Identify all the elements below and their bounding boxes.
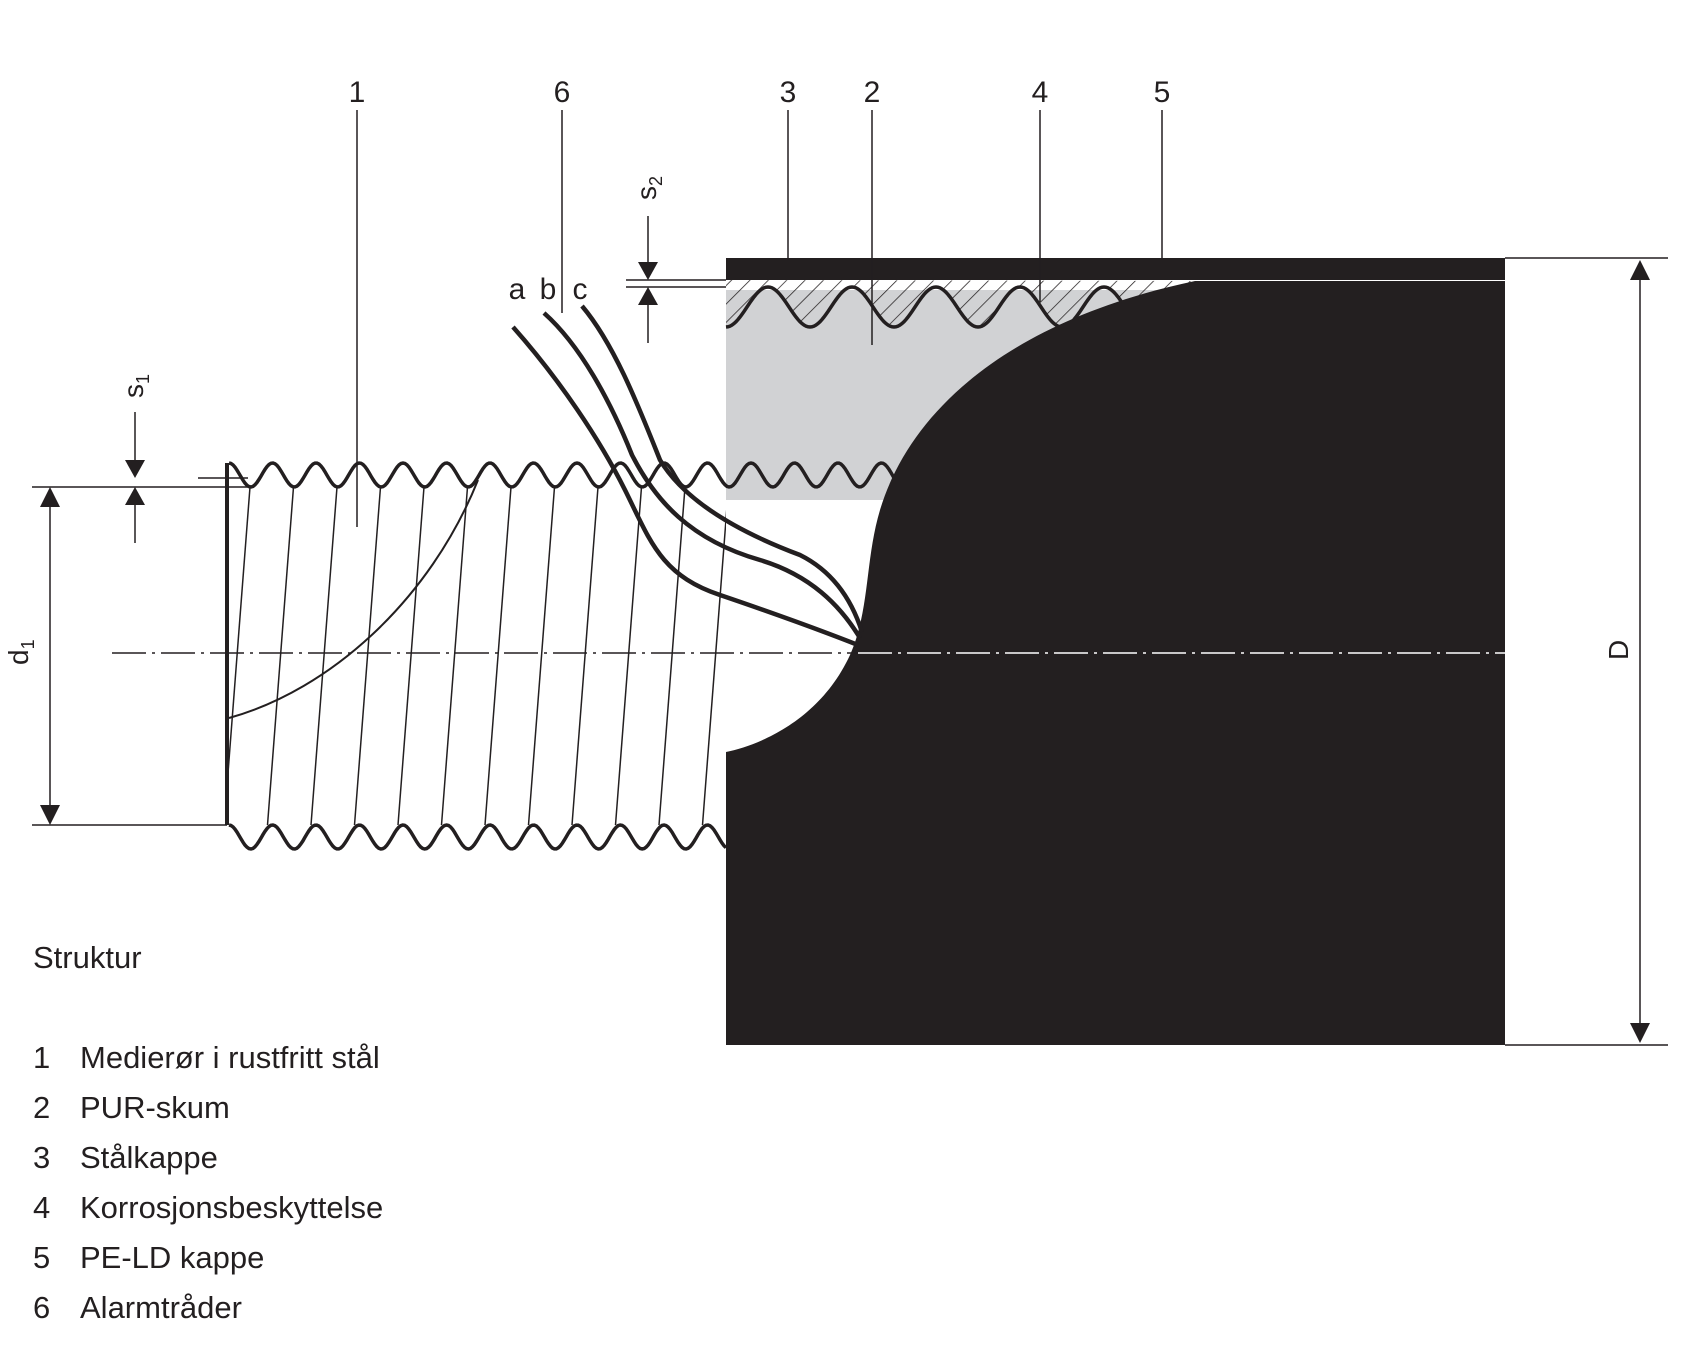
legend-label: PE-LD kappe [80, 1240, 264, 1275]
alarm-wire-a [511, 325, 859, 648]
corrosion-protection-layer [726, 280, 1195, 327]
helix-line [310, 486, 338, 826]
helix-line [571, 486, 599, 826]
legend-label: PUR-skum [80, 1090, 230, 1125]
dimension-d1 [32, 487, 227, 826]
callout-6: 6 [554, 76, 571, 109]
wire-label-a: a [509, 273, 526, 306]
media-pipe-helix-lines [226, 486, 726, 826]
alarm-wire-c [580, 304, 865, 633]
legend-num: 2 [33, 1090, 50, 1125]
legend-item-3: 3 Stålkappe [33, 1140, 218, 1175]
helix-line [614, 486, 643, 826]
alarm-wire-b [542, 311, 862, 640]
legend-label: Korrosjonsbeskyttelse [80, 1190, 383, 1225]
legend-label: Alarmtråder [80, 1290, 242, 1325]
legend-title: Struktur [33, 940, 142, 975]
pe-ld-jacket-top-strip [726, 258, 1505, 280]
helix-line [266, 486, 295, 826]
media-pipe-top-corrugation [228, 461, 926, 489]
legend-item-4: 4 Korrosjonsbeskyttelse [33, 1190, 383, 1225]
legend-item-6: 6 Alarmtråder [33, 1290, 242, 1325]
wire-label-c: c [573, 273, 588, 306]
callout-leaders [356, 110, 1163, 527]
legend-item-2: 2 PUR-skum [33, 1090, 230, 1125]
callout-5: 5 [1154, 76, 1171, 109]
helix-line [440, 486, 469, 826]
legend-num: 1 [33, 1040, 50, 1075]
media-pipe-bottom-corrugation [228, 823, 728, 851]
alarm-wires [511, 304, 865, 648]
helix-line [658, 486, 686, 826]
legend-item-5: 5 PE-LD kappe [33, 1240, 264, 1275]
dim-label-d1: d1 [3, 639, 38, 665]
legend-label: Stålkappe [80, 1140, 218, 1175]
legend-label: Medierør i rustfritt stål [80, 1040, 380, 1075]
dim-label-s2: s2 [631, 176, 666, 200]
helix-line [353, 486, 382, 826]
pe-ld-jacket-section [726, 281, 1505, 1045]
callout-3: 3 [780, 76, 797, 109]
dim-label-s1: s1 [118, 374, 153, 398]
legend-num: 4 [33, 1190, 50, 1225]
legend: Struktur 1 Medierør i rustfritt stål 2 P… [33, 940, 383, 1325]
helix-line [527, 486, 556, 826]
callout-numbers: 1 6 3 2 4 5 [349, 76, 1171, 109]
callout-2: 2 [864, 76, 881, 109]
legend-num: 6 [33, 1290, 50, 1325]
dimension-s2 [626, 216, 726, 343]
helix-line [701, 509, 726, 826]
helix-line [397, 486, 425, 826]
media-pipe-cut-curve [228, 479, 479, 719]
wire-label-b: b [540, 273, 557, 306]
legend-num: 3 [33, 1140, 50, 1175]
helix-line [484, 486, 512, 826]
dimension-s1 [32, 412, 248, 543]
callout-1: 1 [349, 76, 366, 109]
wire-labels: a b c [509, 273, 588, 306]
legend-item-1: 1 Medierør i rustfritt stål [33, 1040, 380, 1075]
callout-4: 4 [1032, 76, 1049, 109]
dim-label-D: D [1603, 640, 1634, 660]
dimension-D [1505, 257, 1668, 1046]
legend-num: 5 [33, 1240, 50, 1275]
